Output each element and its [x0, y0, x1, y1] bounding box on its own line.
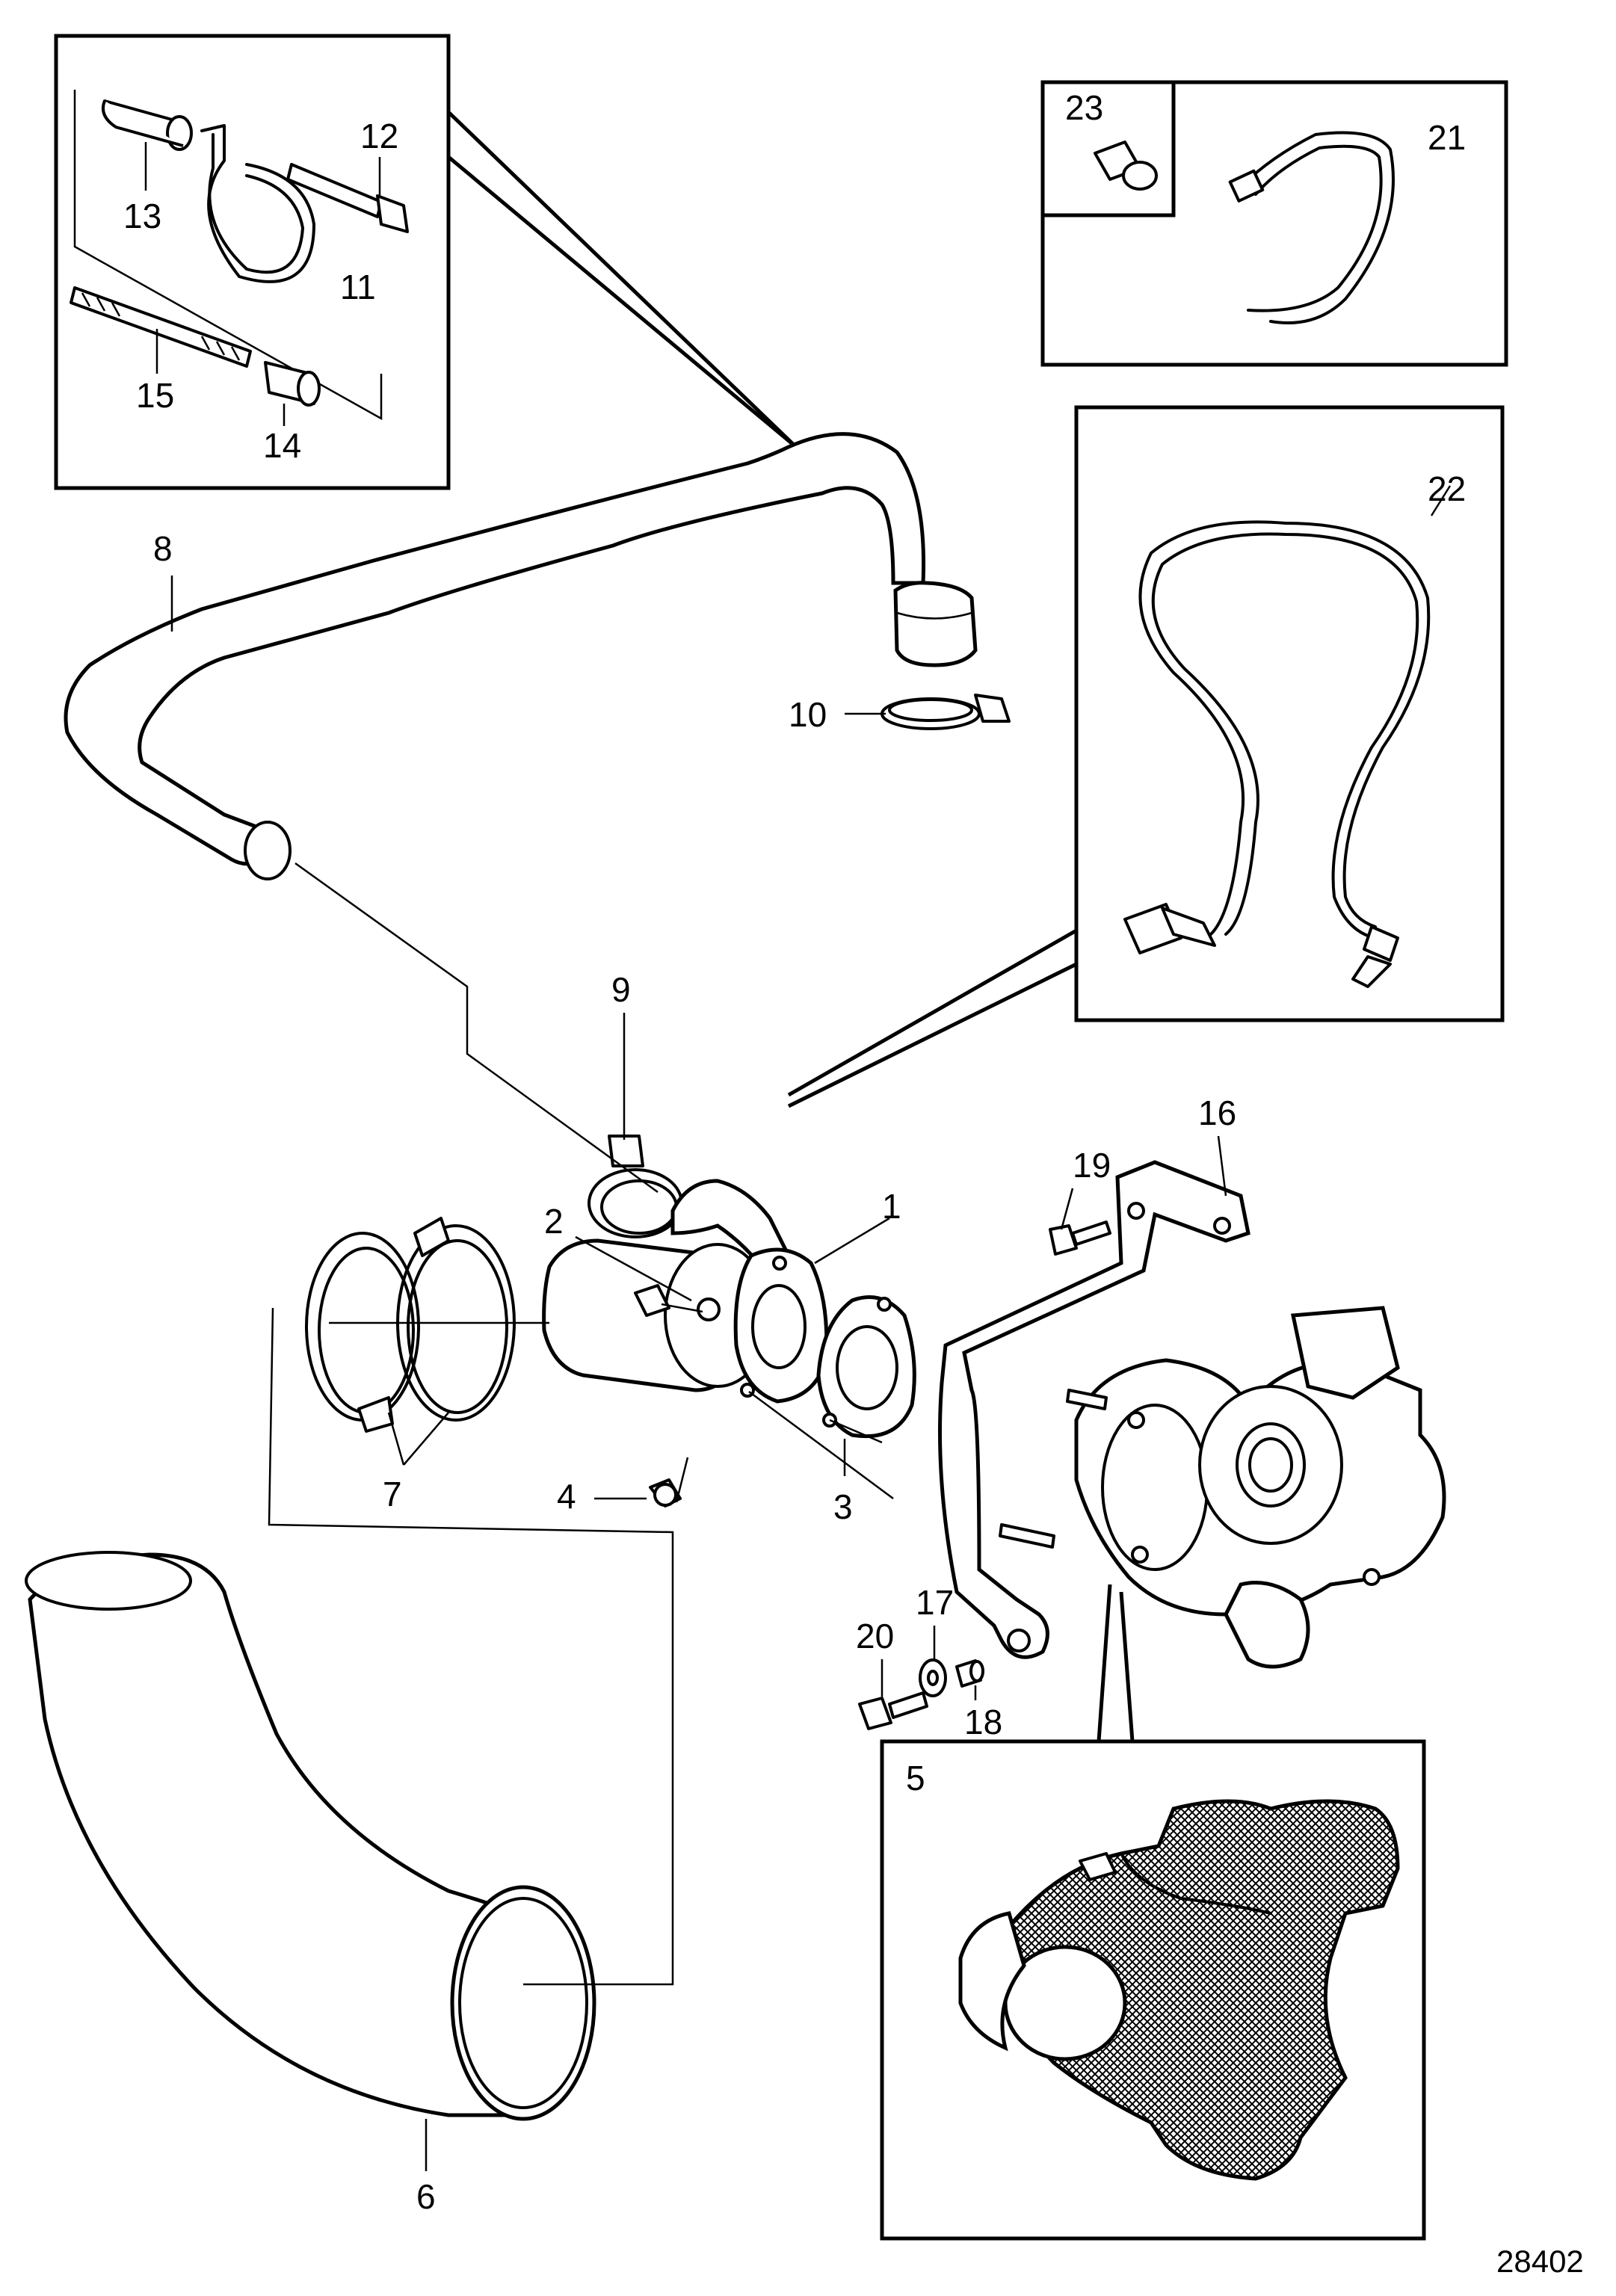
cable-tie-21 [1228, 131, 1395, 324]
heat-shield-5 [958, 1799, 1400, 2181]
detail-box-heat-shield [880, 1584, 1426, 2241]
sensor-cable-22 [1123, 520, 1431, 988]
spacer-18 [955, 1659, 984, 1688]
leader-lines [170, 575, 1227, 2171]
callout-12: 12 [360, 117, 398, 155]
hose-clamp-10 [881, 694, 1011, 730]
callout-19: 19 [1073, 1146, 1111, 1185]
stud-15 [70, 286, 252, 368]
nut-4 [649, 1478, 682, 1507]
callout-4: 4 [557, 1477, 576, 1516]
outlet-pipe-1 [542, 1238, 829, 1404]
detail-box-sensor [787, 405, 1505, 1108]
callout-16: 16 [1198, 1093, 1236, 1132]
callout-5: 5 [906, 1759, 925, 1797]
callout-15: 15 [136, 376, 174, 415]
hose-8 [64, 432, 978, 880]
hose-6 [25, 1551, 596, 2121]
callout-labels: 1 2 3 4 5 6 7 8 9 10 11 12 13 14 15 16 1… [123, 88, 1584, 2279]
turbocharger [999, 1306, 1446, 1669]
washer-17 [919, 1658, 947, 1697]
callout-21: 21 [1428, 118, 1466, 157]
band-clamps-7 [305, 1217, 516, 1433]
callout-13: 13 [123, 197, 161, 235]
callout-7: 7 [383, 1475, 402, 1513]
plug-23 [1094, 141, 1158, 191]
leader-lines-detail [144, 142, 381, 426]
bolt-19 [1049, 1220, 1111, 1256]
callout-10: 10 [789, 695, 827, 734]
callout-8: 8 [153, 529, 173, 568]
callout-3: 3 [833, 1487, 853, 1526]
callout-22: 22 [1428, 469, 1466, 508]
callout-18: 18 [964, 1703, 1002, 1741]
plug-2 [634, 1284, 721, 1321]
callout-20: 20 [856, 1617, 894, 1655]
callout-2: 2 [544, 1202, 564, 1241]
bolt-20 [858, 1691, 928, 1730]
callout-14: 14 [263, 426, 301, 465]
bracket-16 [938, 1160, 1250, 1659]
guide-lines [268, 862, 894, 1986]
spacer-14 [264, 361, 321, 407]
gasket-3 [816, 1295, 916, 1439]
figure-number: 28402 [1496, 2244, 1584, 2279]
callout-9: 9 [611, 970, 631, 1009]
callout-17: 17 [916, 1583, 954, 1622]
callout-23: 23 [1065, 88, 1103, 127]
bolt-12 [286, 163, 409, 233]
detail-box-mounting-hardware [54, 34, 798, 490]
clamp-11 [200, 124, 315, 283]
callout-6: 6 [416, 2177, 436, 2216]
sleeve-13 [101, 99, 193, 151]
callout-1: 1 [882, 1187, 901, 1226]
detail-box-cable-tie [1040, 80, 1508, 367]
callout-11: 11 [340, 268, 376, 306]
